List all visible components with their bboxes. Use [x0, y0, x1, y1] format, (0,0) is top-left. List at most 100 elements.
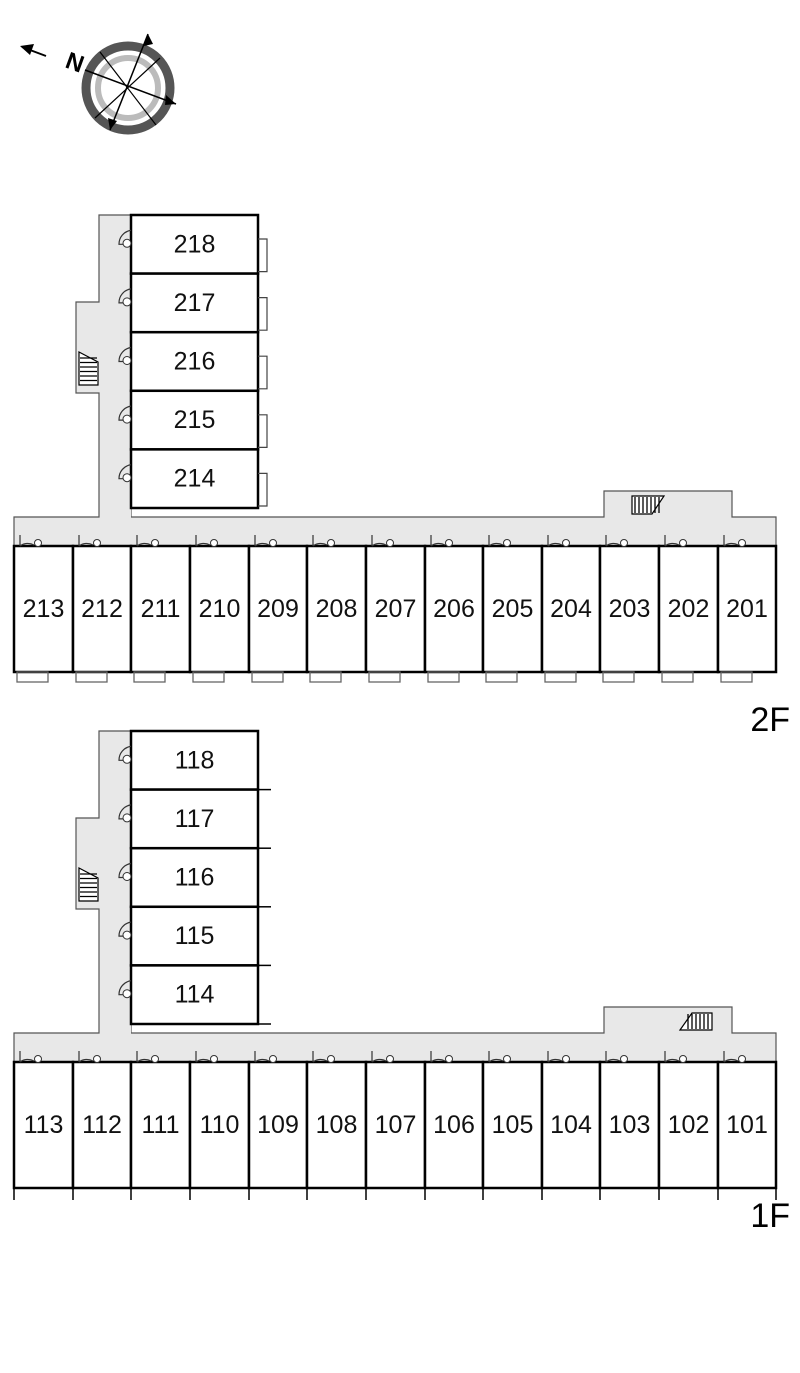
door-icon — [664, 535, 687, 547]
room-number: 206 — [433, 595, 475, 623]
door-icon — [488, 535, 511, 547]
room-108: 108 — [305, 1051, 368, 1200]
room-number: 107 — [375, 1111, 417, 1139]
door-icon — [312, 535, 335, 547]
door-icon — [723, 535, 746, 547]
room-number: 201 — [726, 595, 768, 623]
door-icon — [19, 1051, 42, 1063]
door-icon — [118, 229, 132, 248]
room-104: 104 — [540, 1051, 602, 1200]
room-number: 118 — [175, 746, 215, 774]
door-icon — [195, 535, 218, 547]
room-109: 109 — [247, 1051, 309, 1200]
room-217: 217 — [118, 272, 268, 334]
door-icon — [118, 804, 132, 823]
door-icon — [605, 535, 628, 547]
room-206: 206 — [423, 535, 485, 683]
room-number: 202 — [668, 595, 710, 623]
room-214: 214 — [118, 448, 268, 510]
room-number: 218 — [174, 230, 216, 258]
door-icon — [723, 1051, 746, 1063]
compass-north-label: N — [62, 47, 88, 78]
room-number: 208 — [316, 595, 358, 623]
room-204: 204 — [540, 535, 602, 683]
room-number: 114 — [175, 981, 215, 1009]
stairs-icon — [78, 867, 99, 902]
door-icon — [664, 1051, 687, 1063]
stairs-icon — [78, 351, 99, 386]
room-number: 103 — [609, 1111, 651, 1139]
door-icon — [488, 1051, 511, 1063]
room-number: 116 — [175, 864, 215, 892]
door-icon — [78, 1051, 101, 1063]
door-icon — [118, 921, 132, 940]
room-111: 111 — [129, 1051, 192, 1200]
door-icon — [118, 980, 132, 999]
room-number: 105 — [492, 1111, 534, 1139]
room-216: 216 — [118, 330, 268, 393]
room-201: 201 — [716, 535, 778, 683]
room-117: 117 — [118, 788, 271, 850]
door-icon — [118, 405, 132, 424]
room-215: 215 — [118, 389, 268, 451]
compass-rose-icon: N — [20, 33, 177, 135]
room-number: 215 — [174, 406, 216, 434]
room-number: 117 — [175, 805, 215, 833]
room-101: 101 — [716, 1051, 778, 1200]
door-icon — [430, 1051, 453, 1063]
room-number: 216 — [174, 348, 216, 376]
room-116: 116 — [118, 846, 271, 909]
room-number: 112 — [82, 1111, 122, 1139]
room-115: 115 — [118, 905, 271, 967]
room-102: 102 — [657, 1051, 720, 1200]
door-icon — [136, 1051, 159, 1063]
door-icon — [118, 288, 132, 307]
room-205: 205 — [481, 535, 544, 683]
room-number: 115 — [175, 922, 215, 950]
door-icon — [371, 1051, 394, 1063]
room-210: 210 — [188, 535, 251, 683]
floor-label-2f: 2F — [750, 701, 790, 739]
room-number: 207 — [375, 595, 417, 623]
room-number: 217 — [174, 289, 216, 317]
floor-1-corridor — [13, 730, 777, 1063]
room-number: 106 — [433, 1111, 475, 1139]
room-112: 112 — [71, 1051, 133, 1200]
room-107: 107 — [364, 1051, 427, 1200]
room-number: 210 — [199, 595, 241, 623]
room-number: 204 — [550, 595, 592, 623]
room-105: 105 — [481, 1051, 544, 1200]
door-icon — [19, 535, 42, 547]
room-212: 212 — [71, 535, 133, 683]
door-icon — [254, 1051, 277, 1063]
room-number: 101 — [726, 1111, 768, 1139]
door-icon — [136, 535, 159, 547]
door-icon — [605, 1051, 628, 1063]
room-number: 110 — [200, 1111, 240, 1139]
door-icon — [118, 464, 132, 483]
door-icon — [118, 346, 132, 365]
room-number: 104 — [550, 1111, 592, 1139]
room-213: 213 — [12, 535, 75, 683]
room-number: 209 — [257, 595, 299, 623]
room-118: 118 — [118, 729, 271, 791]
room-207: 207 — [364, 535, 427, 683]
room-number: 205 — [492, 595, 534, 623]
room-208: 208 — [305, 535, 368, 683]
door-icon — [78, 535, 101, 547]
room-number: 109 — [257, 1111, 299, 1139]
room-number: 211 — [141, 595, 181, 623]
door-icon — [118, 862, 132, 881]
room-number: 203 — [609, 595, 651, 623]
room-110: 110 — [188, 1051, 251, 1200]
door-icon — [547, 535, 570, 547]
room-113: 113 — [12, 1051, 75, 1200]
room-209: 209 — [247, 535, 309, 683]
room-number: 113 — [24, 1111, 64, 1139]
stairs-icon — [678, 1012, 713, 1031]
room-number: 212 — [81, 595, 123, 623]
door-icon — [547, 1051, 570, 1063]
